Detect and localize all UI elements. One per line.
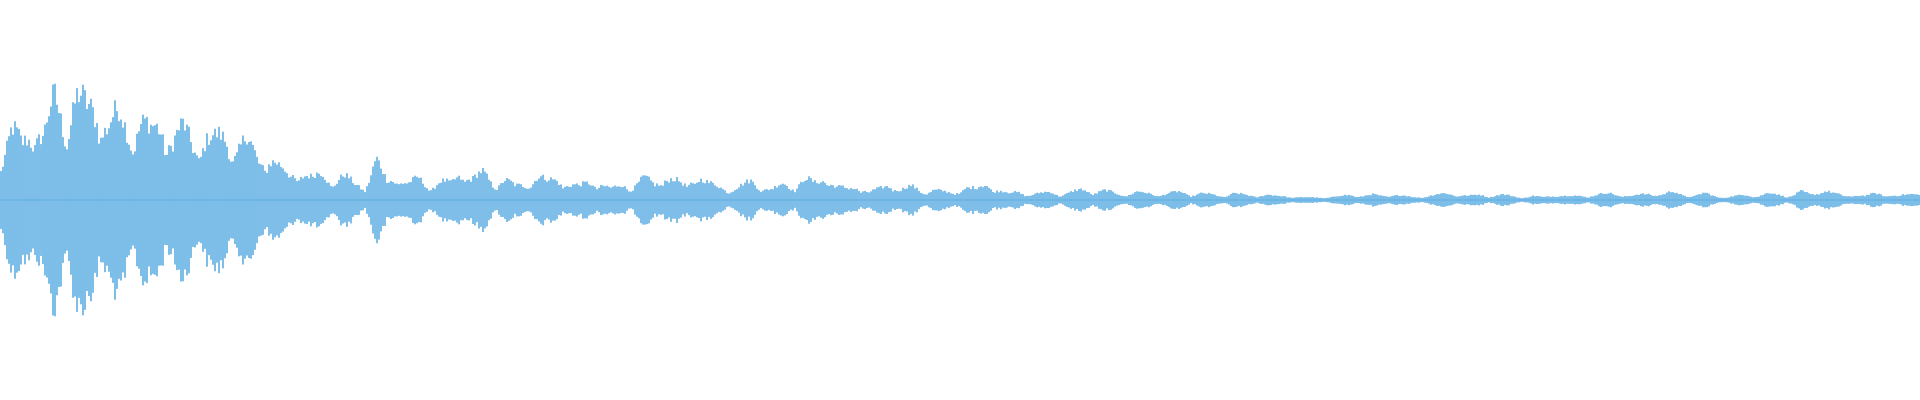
- waveform-samples: [0, 83, 1920, 317]
